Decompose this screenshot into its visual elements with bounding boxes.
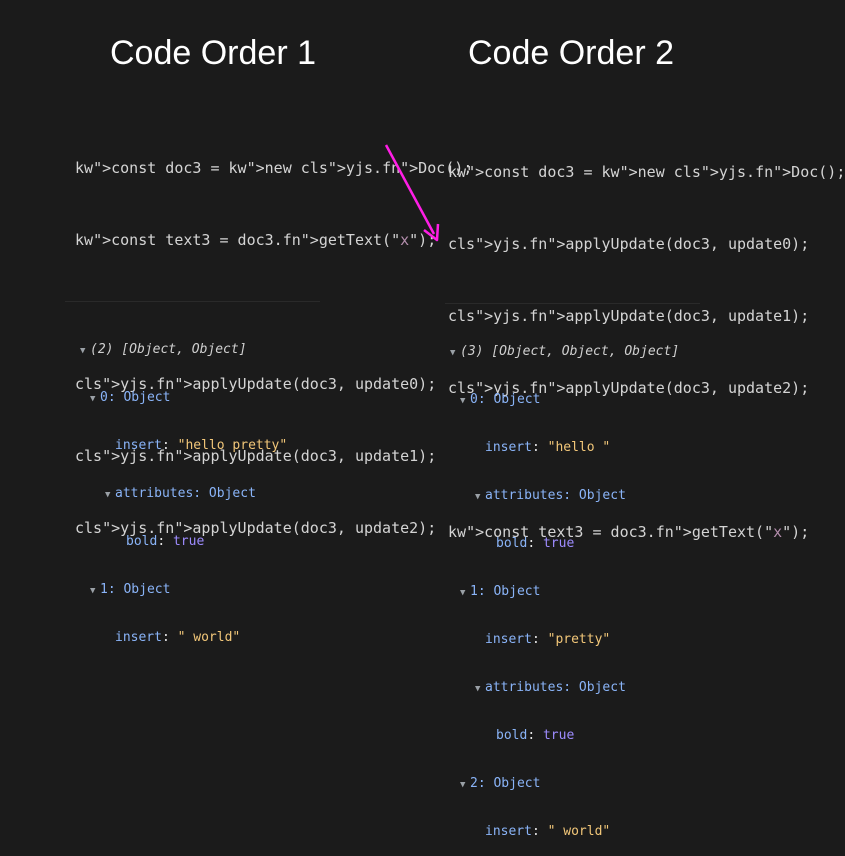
left-console-item-0-attributes[interactable]: ▼attributes: Object bbox=[105, 486, 256, 501]
right-console-divider bbox=[445, 303, 700, 304]
left-console-item-0-insert: insert: "hello pretty" bbox=[115, 438, 288, 453]
left-console-summary-row[interactable]: ▼(2) [Object, Object] bbox=[80, 342, 247, 357]
right-console-item-1-bold: bold: true bbox=[496, 728, 575, 743]
right-code-line-update2: cls">yjs.fn">applyUpdate(doc3, update2); bbox=[448, 379, 810, 397]
expand-triangle-icon[interactable]: ▼ bbox=[105, 490, 111, 500]
left-code-line-doc: kw">const doc3 = kw">new cls">yjs.fn">Do… bbox=[75, 159, 473, 177]
right-console-item-0-insert: insert: "hello " bbox=[485, 440, 611, 455]
right-console-summary-row[interactable]: ▼(3) [Object, Object, Object] bbox=[450, 344, 680, 359]
left-console-item-1[interactable]: ▼1: Object bbox=[90, 582, 171, 597]
expand-triangle-icon[interactable]: ▼ bbox=[460, 780, 466, 790]
expand-triangle-icon[interactable]: ▼ bbox=[460, 588, 466, 598]
title-code-order-2: Code Order 2 bbox=[468, 34, 674, 72]
expand-triangle-icon[interactable]: ▼ bbox=[475, 684, 481, 694]
right-code-line-update1: cls">yjs.fn">applyUpdate(doc3, update1); bbox=[448, 307, 810, 325]
right-code-line-update0: cls">yjs.fn">applyUpdate(doc3, update0); bbox=[448, 235, 810, 253]
left-console-item-1-insert: insert: " world" bbox=[115, 630, 241, 645]
left-console-divider bbox=[65, 301, 320, 302]
left-console-item-0[interactable]: ▼0: Object bbox=[90, 390, 171, 405]
expand-triangle-icon[interactable]: ▼ bbox=[90, 394, 96, 404]
right-console-output: ▼(3) [Object, Object, Object] ▼0: Object… bbox=[450, 312, 679, 856]
right-console-item-2-insert: insert: " world" bbox=[485, 824, 611, 839]
expand-triangle-icon[interactable]: ▼ bbox=[450, 348, 456, 358]
left-console-output: ▼(2) [Object, Object] ▼0: Object insert:… bbox=[80, 310, 287, 662]
right-console-item-0-attributes[interactable]: ▼attributes: Object bbox=[475, 488, 626, 503]
right-console-item-1[interactable]: ▼1: Object bbox=[460, 584, 541, 599]
right-console-item-1-insert: insert: "pretty" bbox=[485, 632, 611, 647]
expand-triangle-icon[interactable]: ▼ bbox=[80, 346, 86, 356]
right-console-item-1-attributes[interactable]: ▼attributes: Object bbox=[475, 680, 626, 695]
left-console-item-0-bold: bold: true bbox=[126, 534, 205, 549]
right-console-item-0[interactable]: ▼0: Object bbox=[460, 392, 541, 407]
right-code-line-doc: kw">const doc3 = kw">new cls">yjs.fn">Do… bbox=[448, 163, 845, 181]
left-code-line-update0: cls">yjs.fn">applyUpdate(doc3, update0); bbox=[75, 375, 437, 393]
expand-triangle-icon[interactable]: ▼ bbox=[460, 396, 466, 406]
left-code-line-update1: cls">yjs.fn">applyUpdate(doc3, update1); bbox=[75, 447, 437, 465]
expand-triangle-icon[interactable]: ▼ bbox=[475, 492, 481, 502]
right-console-item-0-bold: bold: true bbox=[496, 536, 575, 551]
right-console-item-2[interactable]: ▼2: Object bbox=[460, 776, 541, 791]
expand-triangle-icon[interactable]: ▼ bbox=[90, 586, 96, 596]
left-code-line-gettext: kw">const text3 = doc3.fn">getText("x"); bbox=[75, 231, 437, 249]
title-code-order-1: Code Order 1 bbox=[110, 34, 316, 72]
